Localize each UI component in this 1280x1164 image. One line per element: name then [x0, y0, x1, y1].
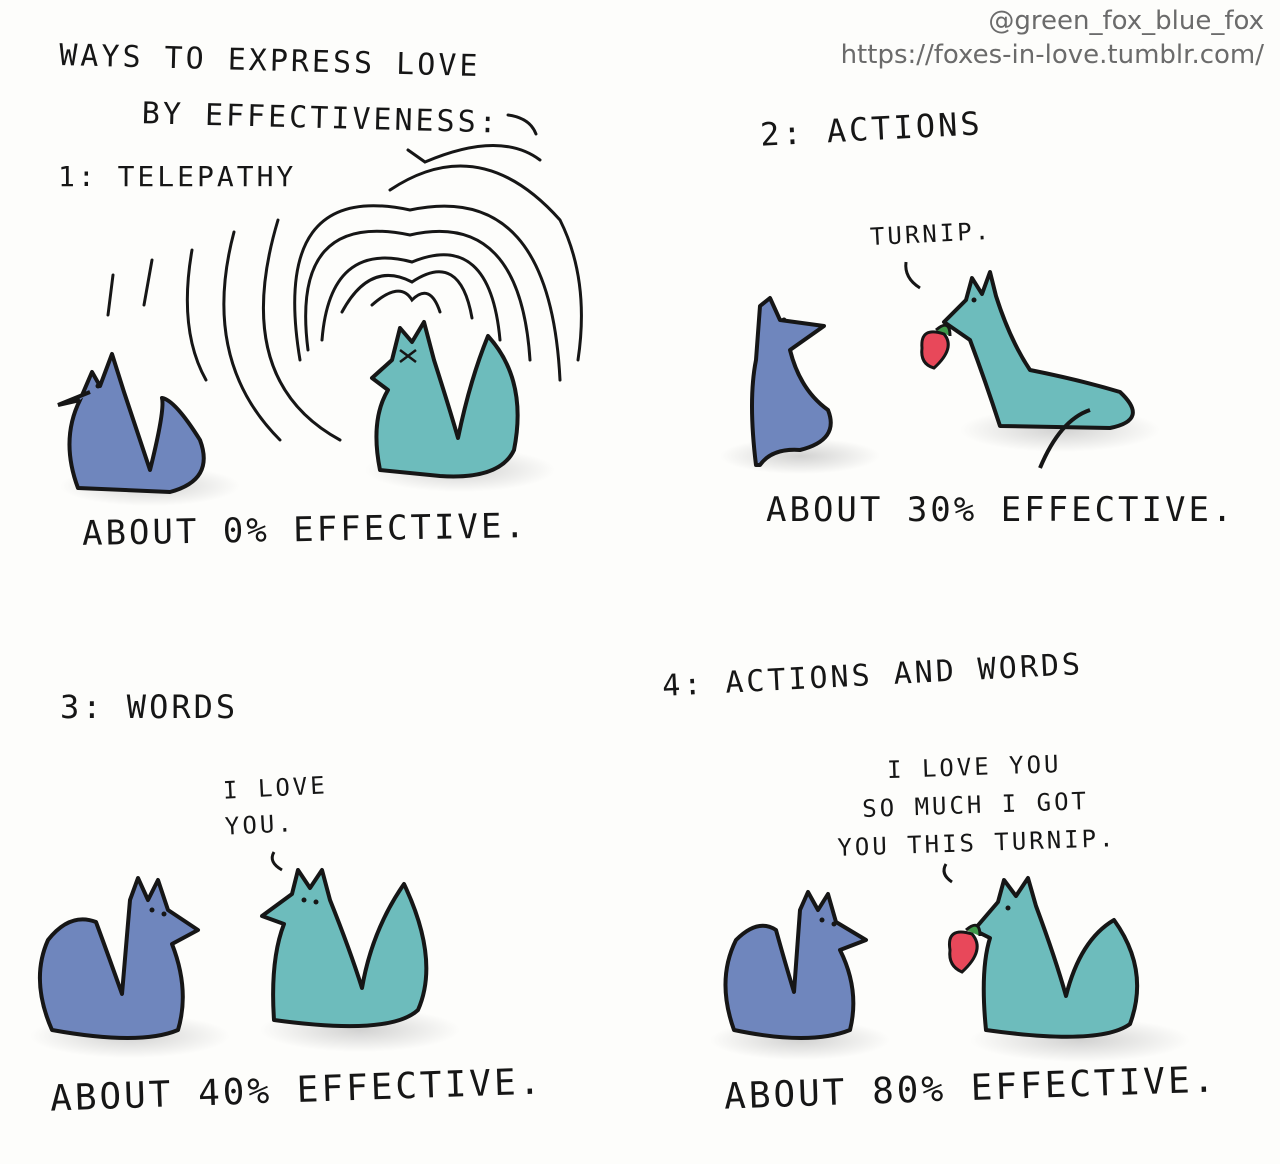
speech-line: YOU. [224, 809, 296, 841]
speech-tail [904, 261, 921, 290]
speech-tail [942, 863, 953, 884]
panel-2-caption: ABOUT 30% EFFECTIVE. [766, 490, 1236, 530]
blue-fox-icon [57, 352, 240, 506]
green-fox-icon [260, 868, 460, 1052]
turnip-icon [947, 923, 982, 974]
speech-tail [270, 851, 283, 872]
blue-fox-icon [710, 890, 890, 1060]
panel-1-caption: ABOUT 0% EFFECTIVE. [81, 506, 529, 554]
green-fox-icon [365, 320, 555, 492]
speech-line: I LOVE [222, 771, 329, 805]
credit: @green_fox_blue_fox https://foxes-in-lov… [841, 4, 1264, 72]
panel-2-speech: TURNIP. [869, 215, 993, 253]
credit-handle: @green_fox_blue_fox [988, 6, 1264, 36]
speech-line: TURNIP. [869, 216, 993, 252]
green-fox-icon [942, 270, 1160, 469]
credit-url: https://foxes-in-love.tumblr.com/ [840, 40, 1264, 70]
blue-fox-icon [30, 876, 230, 1058]
panel-1-heading: 1: TELEPATHY [58, 160, 297, 193]
panel-3-speech: I LOVE YOU. [222, 767, 330, 844]
panel-4-speech: I LOVE YOU SO MUCH I GOT YOU THIS TURNIP… [834, 743, 1117, 867]
green-fox-icon [970, 876, 1190, 1062]
blue-fox-icon [720, 296, 880, 474]
panel-3-heading: 3: WORDS [60, 688, 239, 726]
telepathy-waves [106, 113, 583, 442]
turnip-icon [920, 323, 952, 370]
